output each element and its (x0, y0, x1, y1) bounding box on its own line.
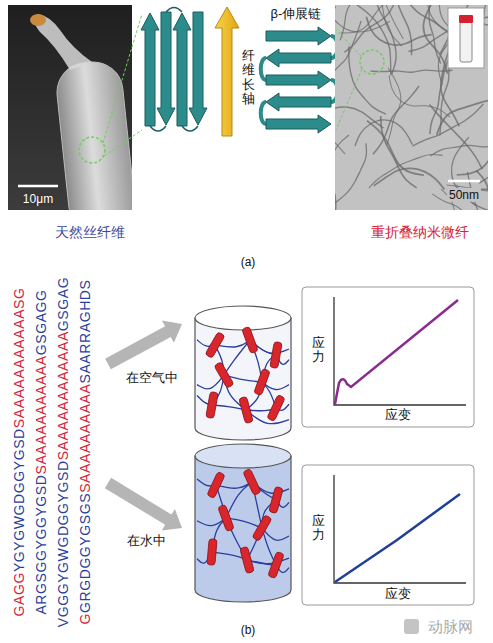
stress-strain-plot-water (302, 465, 474, 605)
sequence-segment: GRGDGGYGSGS (77, 493, 93, 613)
panel-letter: (b) (239, 623, 258, 637)
watermark: 动脉网 (426, 618, 475, 636)
sequence-line: GGRGDGGYGSGSSAAAAAAAAAASAARRAGHDS (78, 279, 93, 624)
sequence-segment: GAGG (11, 572, 27, 616)
sequence-segment: SAARRAGHDS (77, 279, 93, 383)
sequence-segment: SAAAAAAAAAA (77, 384, 93, 493)
sequence-segment: GSGAGG (33, 289, 49, 355)
sequence-segment: SAAAAAAAAAAA (33, 355, 49, 474)
sequence-segment: G (77, 613, 93, 625)
condition-label: 在水中 (125, 533, 168, 549)
panel-caption: 天然丝纤维 (53, 224, 127, 241)
axis-label: 应力 (312, 514, 325, 543)
axis-arrow (215, 7, 239, 136)
axis-label: 应变 (383, 586, 413, 602)
panel-letter: (a) (239, 255, 258, 269)
axis-label: 应力 (312, 336, 325, 365)
sequence-segment: ARGSGGYGGYGSD (33, 475, 49, 615)
axis-label: 纤维长轴 (242, 49, 255, 106)
sequence-line: ARGSGGYGGYGSDSAAAAAAAAAAAGSGAGG (34, 289, 49, 614)
refolded-strand-cartoon (261, 27, 338, 133)
axis-label: 应变 (383, 407, 413, 423)
stress-strain-plot-air (302, 287, 474, 427)
beta-sheet-cartoon (141, 8, 207, 132)
sequence-segment: SAAAAAAAAAAASG (11, 287, 27, 428)
scale-label: 10μm (21, 192, 55, 206)
condition-label: 在空气中 (124, 370, 180, 386)
sequence-segment: SAAAAAAAAAAAA (55, 331, 71, 460)
scale-label: 50nm (447, 188, 481, 202)
structure-label: β-伸展链 (269, 6, 324, 22)
fiber-cylinder-air (195, 306, 291, 440)
tem-image (335, 5, 488, 210)
sequence-segment: GSGAG (55, 277, 71, 331)
panel-caption: 重折叠纳米微纤 (369, 224, 471, 241)
sequence-segment: YGYGWGDGGYGSD (11, 428, 27, 572)
sequence-line: VGGGYGWGDGGYGSDSAAAAAAAAAAAAGSGAG (56, 277, 71, 627)
process-arrow (105, 321, 182, 531)
fiber-cylinder-water (195, 444, 291, 602)
sequence-line: GAGGYGYGWGDGGYGSDSAAAAAAAAAAASG (12, 287, 27, 616)
sequence-segment: VGGGYGWGDGGYGSD (55, 460, 71, 627)
watermark-icon (404, 619, 419, 634)
